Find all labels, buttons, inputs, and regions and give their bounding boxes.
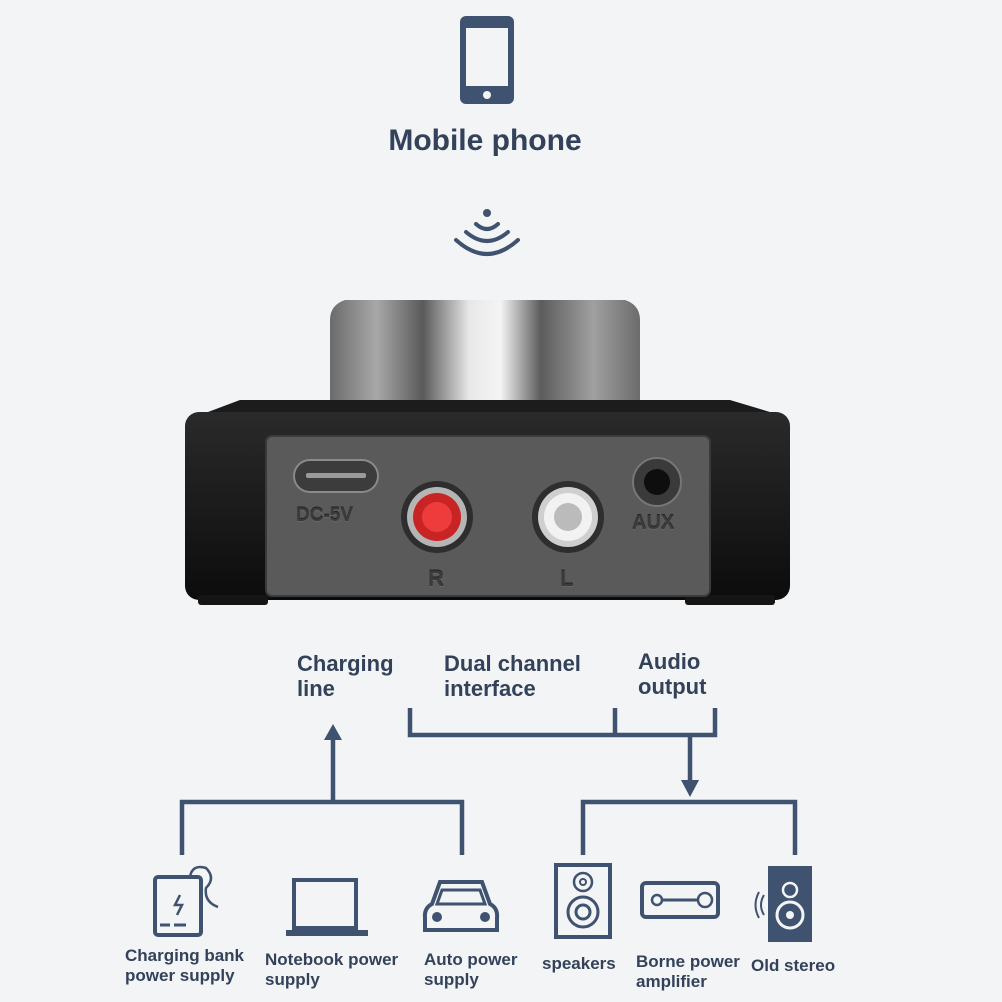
bluetooth-receiver-device	[185, 300, 790, 605]
car-icon	[422, 880, 500, 932]
device-label-old-stereo: Old stereo	[751, 956, 836, 975]
mobile-phone-icon	[460, 16, 514, 104]
amplifier-icon	[640, 881, 720, 919]
laptop-icon	[286, 878, 368, 936]
device-label-auto: Auto power supply	[424, 950, 518, 989]
connector-lines	[179, 708, 798, 855]
port-label-aux: AUX	[632, 512, 675, 534]
speaker-icon	[554, 863, 612, 939]
port-label-l: L	[560, 566, 574, 591]
interface-label-audio-output: Audio output	[638, 649, 707, 699]
interface-label-dual-channel: Dual channel interface	[444, 651, 581, 701]
device-label-notebook: Notebook power supply	[265, 950, 399, 989]
page-title: Mobile phone	[388, 124, 582, 157]
device-label-amplifier: Borne power amplifier	[636, 952, 740, 991]
power-bank-icon	[153, 865, 219, 937]
device-label-speakers: speakers	[542, 954, 616, 973]
arrow-down-icon	[681, 780, 699, 797]
wireless-signal-icon	[454, 209, 520, 256]
stereo-icon	[754, 866, 812, 942]
port-label-dc: DC-5V	[296, 505, 354, 526]
interface-label-charging: Charging line	[297, 651, 394, 701]
device-label-power-bank: Charging bank power supply	[125, 946, 245, 985]
arrow-up-icon	[324, 724, 342, 740]
port-label-r: R	[428, 566, 444, 591]
